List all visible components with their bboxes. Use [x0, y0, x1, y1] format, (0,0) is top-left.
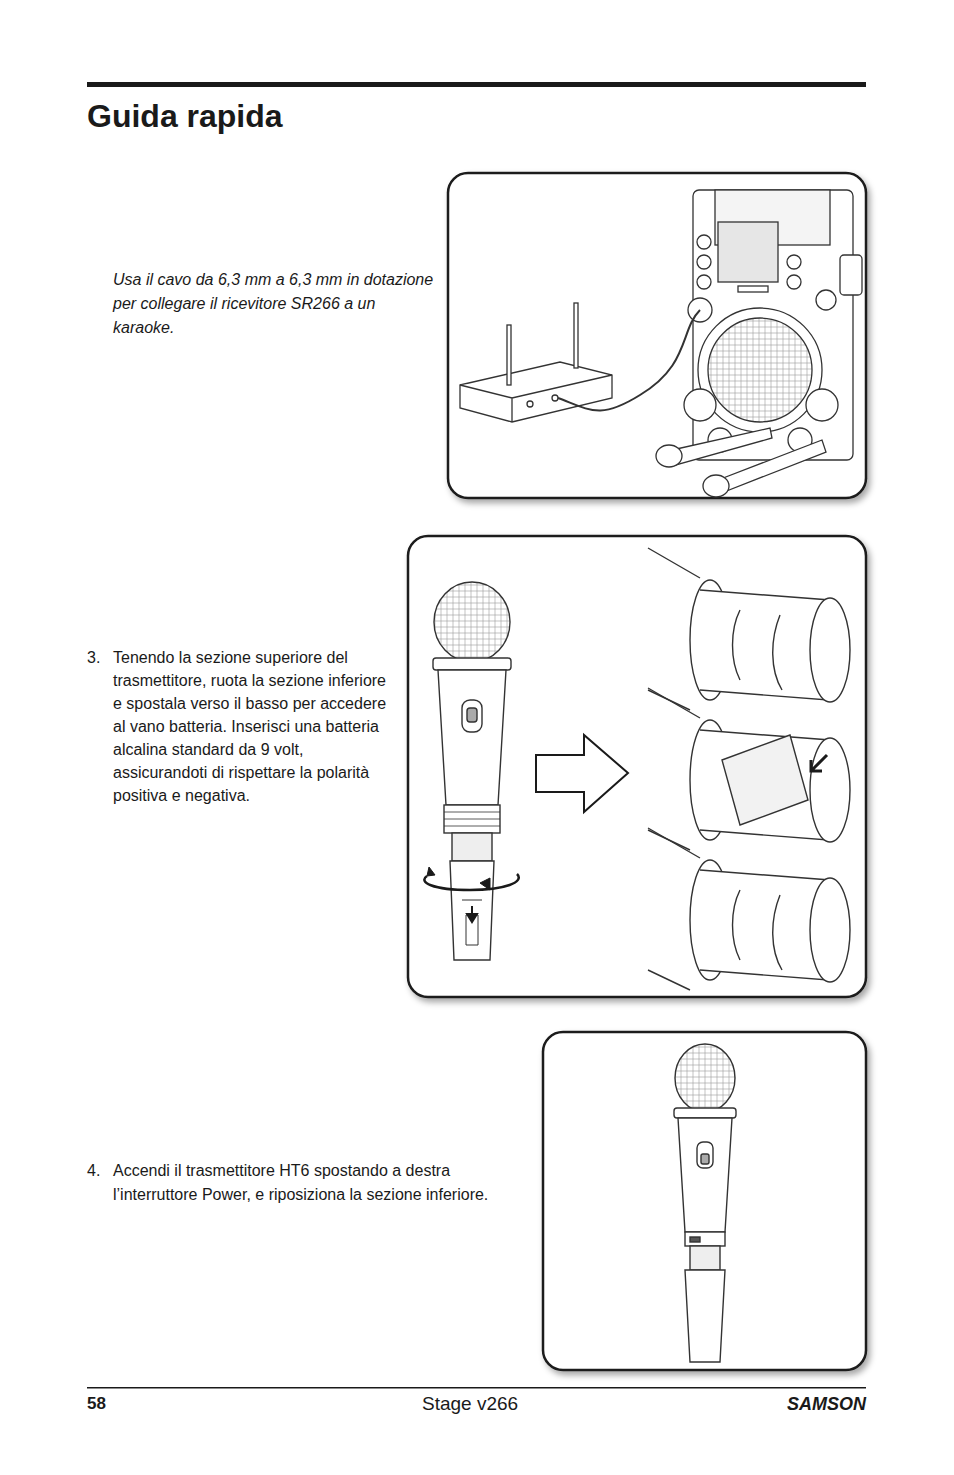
brand-logo: SAMSON: [716, 1393, 866, 1416]
illustration-panel: [543, 1032, 866, 1370]
step-number: 3.: [87, 646, 111, 669]
page-title: Guida rapida: [87, 96, 587, 136]
step-text: Tenendo la sezione superiore del trasmet…: [113, 646, 393, 807]
step-arrow: [536, 735, 628, 812]
illustration-panel: [448, 173, 866, 498]
step-number: 4.: [87, 1159, 111, 1183]
ht6-transmitter: [674, 1044, 736, 1362]
karaoke-machine: [684, 190, 862, 460]
sr266-receiver: [460, 303, 612, 422]
instruction-note: Usa il cavo da 6,3 mm a 6,3 mm in dotazi…: [113, 268, 435, 340]
rotation-arrow: [424, 874, 518, 890]
audio-cable: [558, 310, 700, 410]
handheld-microphone: [656, 428, 826, 497]
battery-compartment: [648, 548, 850, 990]
header-rule: [87, 82, 866, 87]
step-text: Accendi il trasmettitore HT6 spostando a…: [113, 1159, 538, 1207]
manual-title: Stage v266: [422, 1392, 572, 1416]
illustration-panel: [408, 536, 866, 997]
down-arrow: [467, 906, 477, 922]
footer-rule: [87, 1387, 866, 1389]
ht6-transmitter: [433, 582, 511, 960]
page-number: 58: [87, 1393, 147, 1414]
